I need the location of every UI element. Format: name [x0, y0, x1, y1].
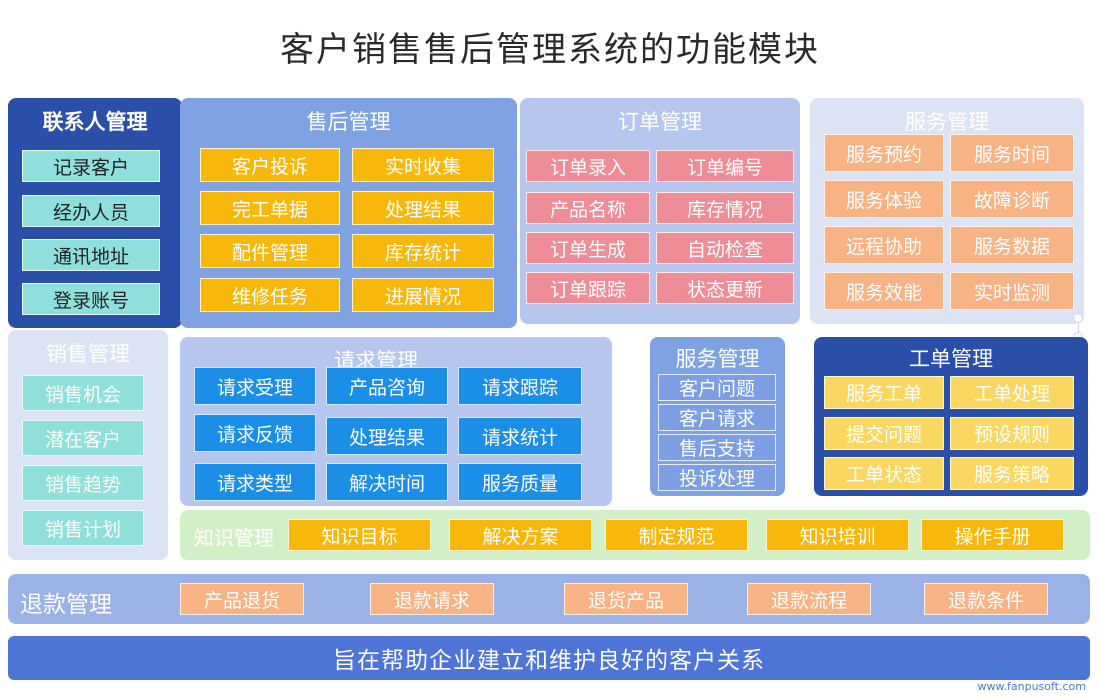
knowledge-item: 制定规范: [605, 519, 748, 551]
order-item: 订单跟踪: [526, 272, 650, 304]
knowledge-panel: 知识管理 知识目标 解决方案 制定规范 知识培训 操作手册: [180, 510, 1090, 560]
refund-item: 退款条件: [924, 583, 1048, 615]
service-item: 实时监测: [950, 272, 1074, 310]
logo-url: www.fanpusoft.com: [977, 680, 1086, 693]
page-title: 客户销售售后管理系统的功能模块: [280, 30, 820, 70]
ticket-item: 服务工单: [824, 376, 944, 409]
connector-dot: [1073, 313, 1083, 323]
service2-item: 客户问题: [658, 374, 776, 401]
ticket-panel: 工单管理 服务工单 工单处理 提交问题 预设规则 工单状态 服务策略: [814, 337, 1088, 496]
aftersales-item: 实时收集: [352, 148, 494, 182]
service-item: 服务体验: [824, 180, 944, 218]
knowledge-item: 操作手册: [921, 519, 1064, 551]
order-item: 库存情况: [656, 192, 794, 224]
service-title: 服务管理: [905, 110, 989, 134]
ticket-item: 工单状态: [824, 457, 944, 490]
aftersales-item: 进展情况: [352, 278, 494, 312]
contact-item: 通讯地址: [22, 239, 160, 271]
logo: 泛普软件: [988, 652, 1088, 679]
service-item: 服务数据: [950, 226, 1074, 264]
refund-item: 产品退货: [180, 583, 304, 615]
ticket-title: 工单管理: [909, 347, 993, 371]
contact-title: 联系人管理: [42, 109, 148, 134]
aftersales-item: 维修任务: [200, 278, 340, 312]
order-title: 订单管理: [618, 110, 702, 134]
service-item: 远程协助: [824, 226, 944, 264]
order-item: 状态更新: [656, 272, 794, 304]
service-item: 服务时间: [950, 134, 1074, 172]
logo-icon: [990, 660, 1005, 672]
order-item: 产品名称: [526, 192, 650, 224]
sales-title: 销售管理: [46, 342, 130, 366]
service2-title: 服务管理: [675, 347, 760, 371]
ticket-item: 工单处理: [950, 376, 1074, 409]
aftersales-item: 处理结果: [352, 191, 494, 225]
service2-panel: 服务管理 客户问题 客户请求 售后支持 投诉处理: [650, 337, 785, 496]
order-item: 自动检查: [656, 232, 794, 264]
order-panel: 订单管理 订单录入 订单编号 产品名称 库存情况 订单生成 自动检查 订单跟踪 …: [520, 98, 800, 324]
sales-item: 潜在客户: [22, 420, 144, 456]
service-panel: 服务管理 服务预约 服务时间 服务体验 故障诊断 远程协助 服务数据 服务效能 …: [810, 98, 1084, 324]
order-item: 订单录入: [526, 150, 650, 182]
sales-item: 销售趋势: [22, 465, 144, 501]
connector-line: [1078, 324, 1079, 336]
contact-item: 登录账号: [22, 283, 160, 315]
order-item: 订单生成: [526, 232, 650, 264]
refund-item: 退款请求: [370, 583, 494, 615]
request-item: 解决时间: [326, 463, 448, 501]
footer-text: 旨在帮助企业建立和维护良好的客户关系: [333, 648, 765, 674]
request-item: 请求受理: [194, 367, 316, 405]
ticket-item: 提交问题: [824, 417, 944, 450]
aftersales-item: 库存统计: [352, 234, 494, 268]
service2-item: 客户请求: [658, 404, 776, 431]
contact-item: 经办人员: [22, 195, 160, 227]
ticket-item: 预设规则: [950, 417, 1074, 450]
sales-panel: 销售管理 销售机会 潜在客户 销售趋势 销售计划: [8, 330, 168, 560]
request-item: 请求类型: [194, 463, 316, 501]
refund-item: 退货产品: [564, 583, 688, 615]
request-item: 请求反馈: [194, 414, 316, 452]
footer-banner: 旨在帮助企业建立和维护良好的客户关系: [8, 636, 1090, 680]
knowledge-item: 解决方案: [449, 519, 592, 551]
aftersales-item: 完工单据: [200, 191, 340, 225]
service2-item: 投诉处理: [658, 464, 776, 491]
request-item: 请求统计: [458, 417, 582, 455]
request-item: 服务质量: [458, 463, 582, 501]
sales-item: 销售机会: [22, 375, 144, 411]
request-panel: 请求管理 请求受理 产品咨询 请求跟踪 请求反馈 处理结果 请求统计 请求类型 …: [180, 337, 612, 506]
refund-title: 退款管理: [20, 592, 112, 618]
refund-panel: 退款管理 产品退货 退款请求 退货产品 退款流程 退款条件: [8, 574, 1090, 624]
knowledge-item: 知识培训: [766, 519, 909, 551]
request-item: 请求跟踪: [458, 367, 582, 405]
contact-item: 记录客户: [22, 150, 160, 182]
refund-item: 退款流程: [747, 583, 871, 615]
knowledge-item: 知识目标: [288, 519, 431, 551]
service-item: 服务预约: [824, 134, 944, 172]
logo-text: 泛普软件: [1011, 656, 1088, 678]
aftersales-item: 配件管理: [200, 234, 340, 268]
sales-item: 销售计划: [22, 510, 144, 546]
service2-item: 售后支持: [658, 434, 776, 461]
ticket-item: 服务策略: [950, 457, 1074, 490]
service-item: 服务效能: [824, 272, 944, 310]
aftersales-panel: 售后管理 客户投诉 实时收集 完工单据 处理结果 配件管理 库存统计 维修任务 …: [180, 98, 517, 328]
knowledge-title: 知识管理: [194, 526, 274, 550]
aftersales-title: 售后管理: [306, 110, 391, 134]
contact-panel: 联系人管理 记录客户 经办人员 通讯地址 登录账号: [8, 98, 182, 328]
aftersales-item: 客户投诉: [200, 148, 340, 182]
request-item: 处理结果: [326, 417, 448, 455]
request-item: 产品咨询: [326, 367, 448, 405]
order-item: 订单编号: [656, 150, 794, 182]
service-item: 故障诊断: [950, 180, 1074, 218]
